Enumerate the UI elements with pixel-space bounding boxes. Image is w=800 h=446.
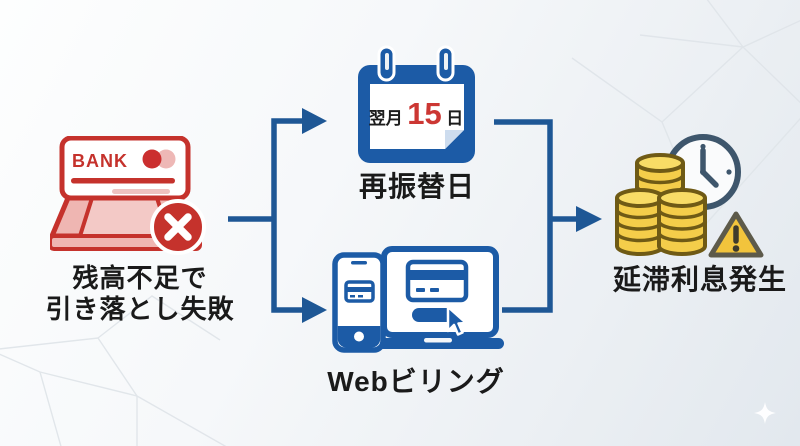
calendar-page-fold [445,130,464,149]
bank-card-brand: BANK [72,151,128,171]
sparkle-icon [754,402,776,424]
coin-stack-icon [615,153,707,256]
credit-card-icon [405,259,469,303]
passbook-middle-page [80,198,169,236]
coins-clock-warning-icon [615,134,764,258]
connector-branch-lines [271,118,304,313]
pay-button [412,308,454,322]
cursor-icon [446,305,468,336]
connector-merge-lines [494,119,553,313]
error-x-icon [150,199,206,255]
web-node-label: Webビリング [327,366,505,397]
bank-node-label: 残高不足で 引き落とし失敗 [15,263,265,325]
calendar-icon: 翌月 15 日 [358,45,475,163]
arrowhead-to-calendar [302,108,327,134]
bank-label-line2: 引き落とし失敗 [45,294,235,325]
arrowhead-to-web [302,297,327,323]
card-circle-red [142,149,162,169]
date-prefix: 翌月 [369,109,403,128]
retry-node-label: 再振替日 [358,171,475,202]
card-circle-pink [156,149,176,169]
date-suffix: 日 [446,109,463,128]
calendar-date-text: 翌月 15 日 [369,96,463,131]
warning-triangle-icon [708,211,764,258]
bank-label-line1: 残高不足で [72,263,208,293]
calendar-page [370,84,464,149]
bank-passbook-icon: BANK [50,136,206,255]
smartphone-icon [332,252,386,353]
arrowhead-to-result [576,206,602,232]
laptop-icon [372,246,504,349]
calendar-rings [377,45,455,82]
phone-card-icon [344,280,375,303]
devices-web-payment-icon [332,246,504,353]
result-node-label: 延滞利息発生 [612,264,787,295]
date-day: 15 [407,96,441,131]
